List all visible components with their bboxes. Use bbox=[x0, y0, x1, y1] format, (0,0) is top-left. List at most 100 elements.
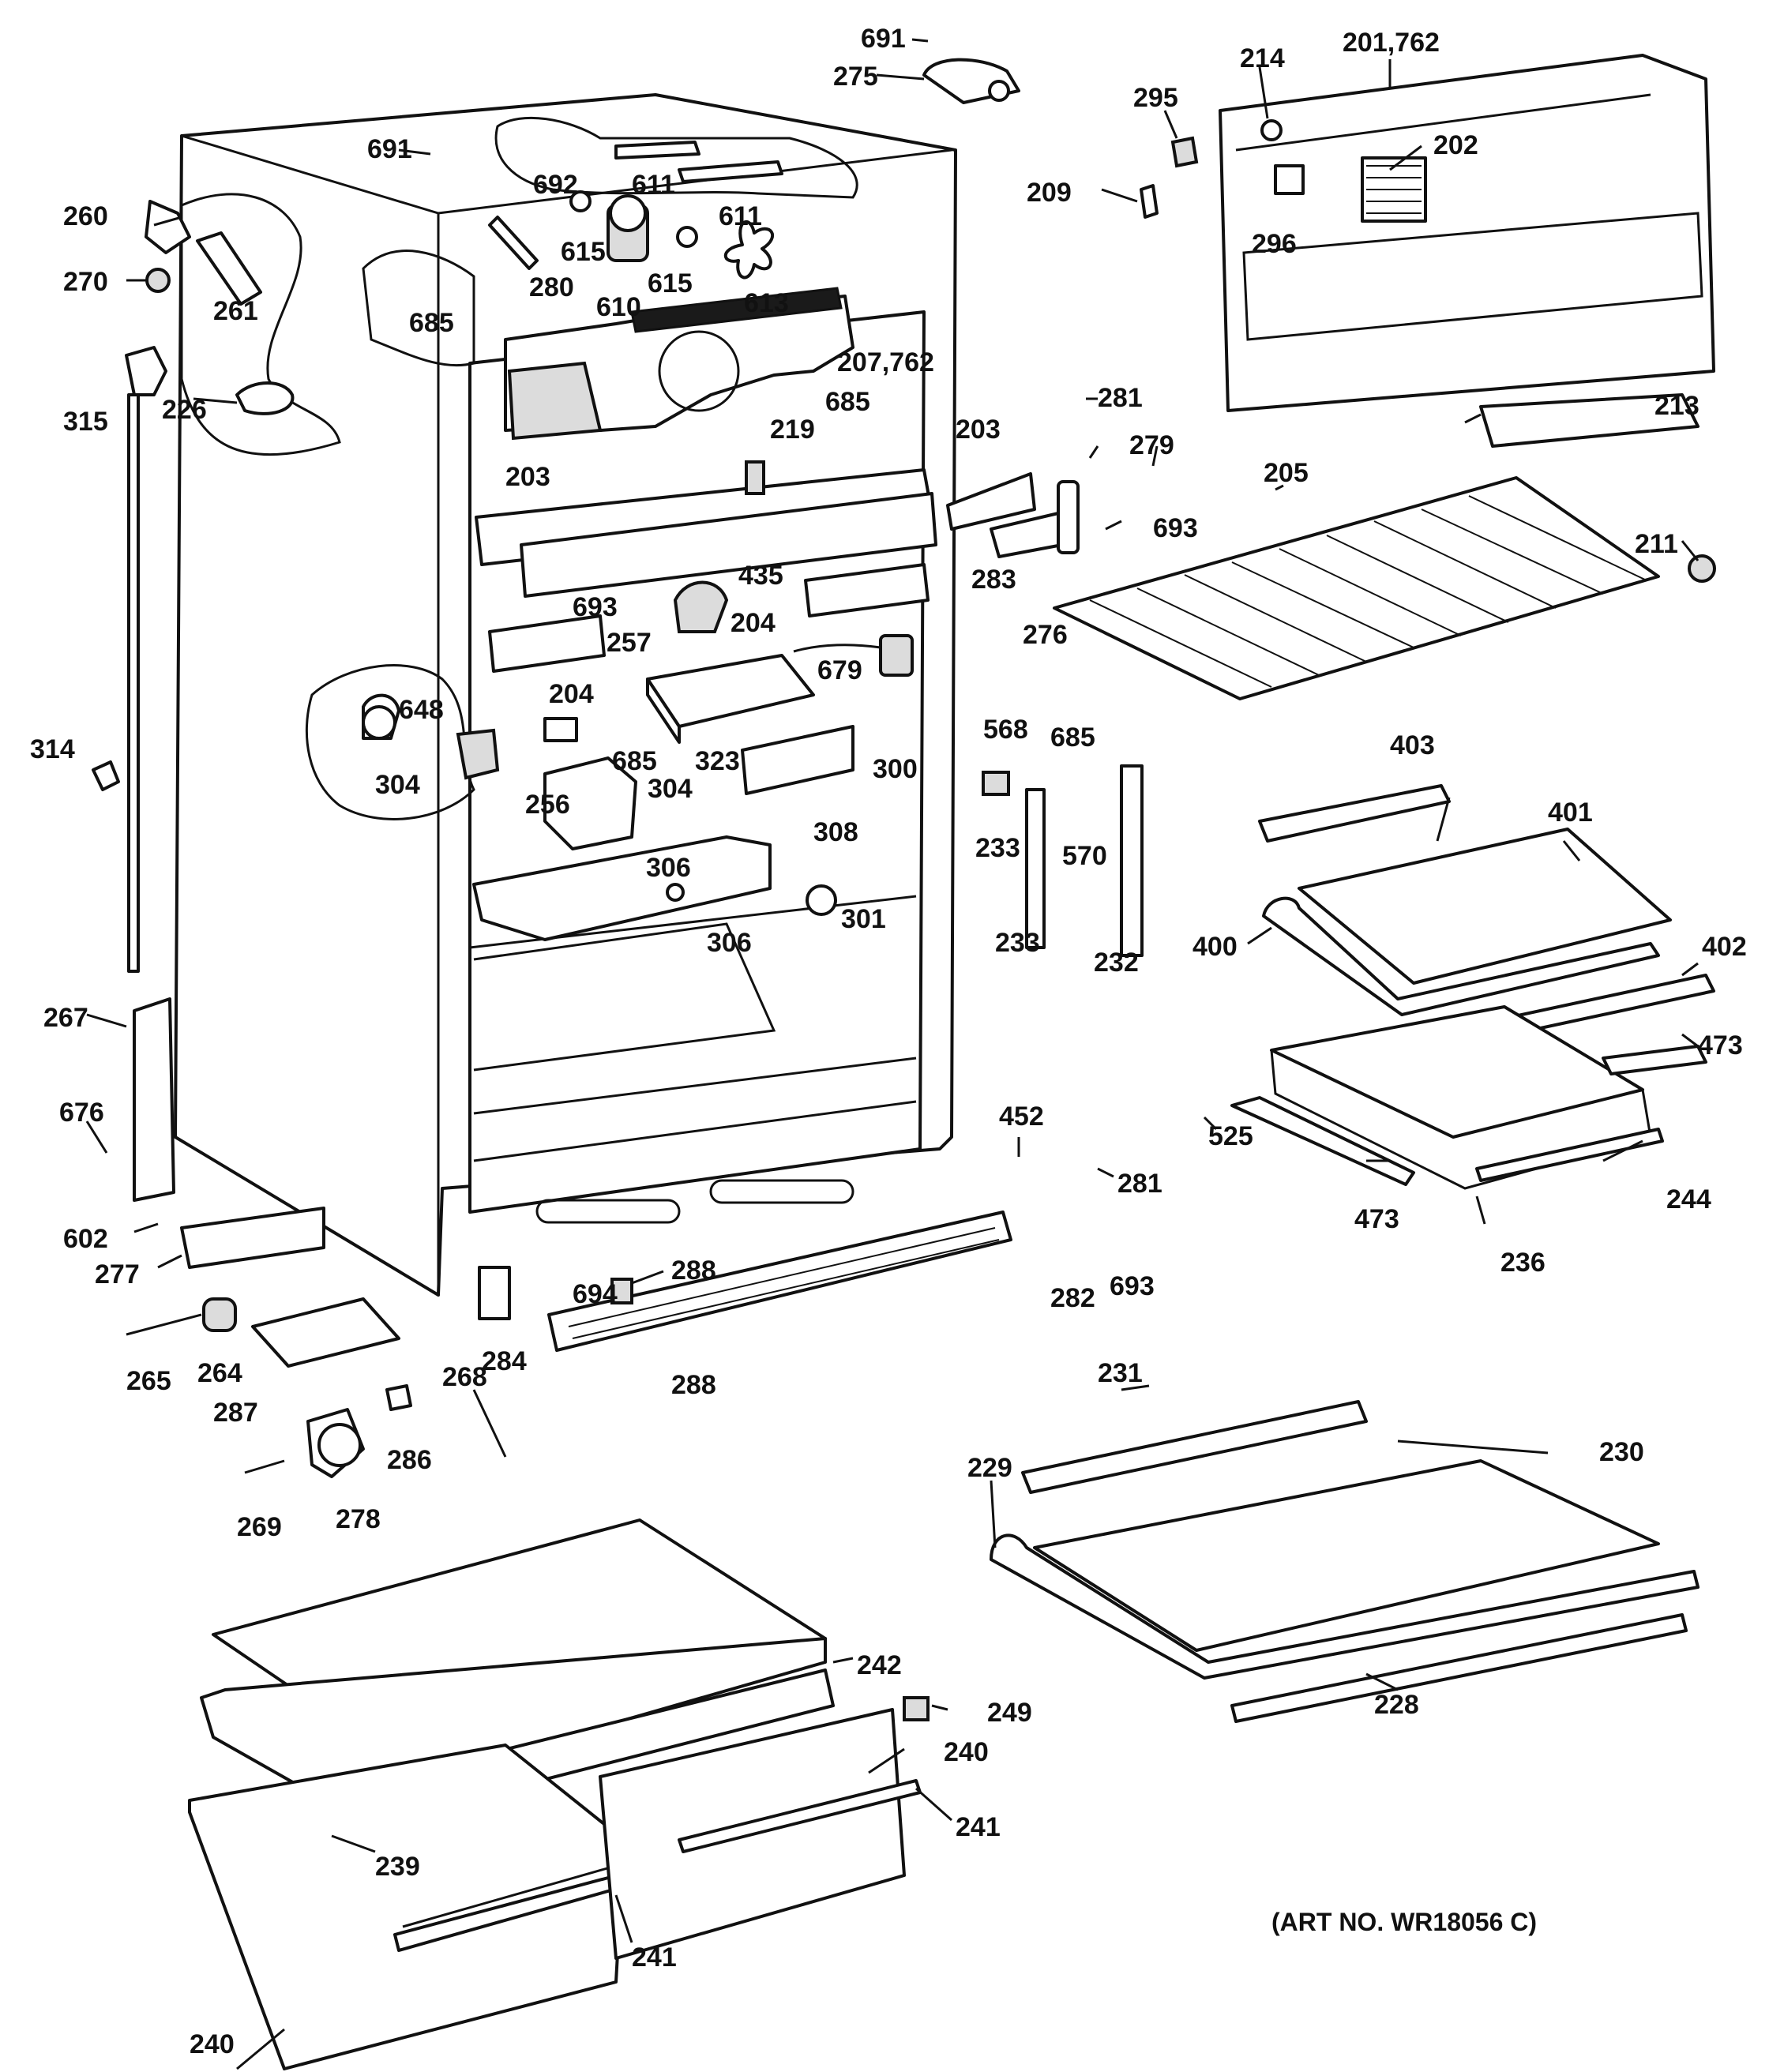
callout-241: 241 bbox=[956, 1812, 1001, 1842]
callout-204: 204 bbox=[549, 679, 594, 709]
callout-241: 241 bbox=[632, 1942, 677, 1973]
callout-685: 685 bbox=[612, 746, 657, 776]
callout-236: 236 bbox=[1500, 1248, 1546, 1278]
callout-693: 693 bbox=[1153, 513, 1198, 543]
hinge-assembly bbox=[946, 472, 1080, 558]
callout-288: 288 bbox=[671, 1370, 716, 1400]
callout-281: 281 bbox=[1098, 383, 1143, 413]
callout-203: 203 bbox=[956, 415, 1001, 445]
callout-304: 304 bbox=[375, 770, 420, 800]
callout-268: 268 bbox=[442, 1362, 487, 1392]
callout-232: 232 bbox=[1094, 948, 1139, 978]
callout-265: 265 bbox=[126, 1366, 171, 1396]
callout-283: 283 bbox=[971, 565, 1016, 595]
side-panel bbox=[133, 997, 175, 1202]
callout-400: 400 bbox=[1192, 932, 1238, 962]
callout-694: 694 bbox=[573, 1279, 618, 1309]
callout-277: 277 bbox=[95, 1259, 140, 1289]
callout-207-762: 207,762 bbox=[837, 347, 934, 377]
callout-276: 276 bbox=[1023, 620, 1068, 650]
callout-286: 286 bbox=[387, 1445, 432, 1475]
callout-676: 676 bbox=[59, 1098, 104, 1128]
callout-295: 295 bbox=[1133, 83, 1178, 113]
drip-trough bbox=[475, 460, 937, 598]
callout-240: 240 bbox=[190, 2029, 235, 2059]
base-hardware bbox=[126, 1207, 507, 1478]
callout-570: 570 bbox=[1062, 841, 1107, 871]
callout-228: 228 bbox=[1374, 1690, 1419, 1720]
callout-306: 306 bbox=[707, 928, 752, 958]
control-brackets bbox=[488, 563, 930, 673]
callout-648: 648 bbox=[399, 695, 444, 725]
defrost-timer-assembly bbox=[362, 693, 637, 850]
callout-692: 692 bbox=[533, 170, 578, 200]
callout-287: 287 bbox=[213, 1398, 258, 1428]
callout-610: 610 bbox=[596, 292, 641, 322]
callout-269: 269 bbox=[237, 1512, 282, 1542]
toe-grille bbox=[478, 1211, 1012, 1352]
callout-452: 452 bbox=[999, 1102, 1044, 1132]
callout-308: 308 bbox=[813, 817, 858, 847]
callout-257: 257 bbox=[607, 628, 652, 658]
door-liner bbox=[1140, 54, 1715, 448]
callout-204: 204 bbox=[731, 608, 776, 638]
callout-403: 403 bbox=[1390, 730, 1435, 760]
callout-281: 281 bbox=[1117, 1169, 1162, 1199]
callout-209: 209 bbox=[1027, 178, 1072, 208]
callout-233: 233 bbox=[975, 833, 1020, 863]
callout-613: 613 bbox=[744, 288, 789, 318]
wire-shelf bbox=[1053, 476, 1716, 700]
meat-pan-assembly bbox=[1230, 1005, 1707, 1190]
callout-306: 306 bbox=[646, 853, 691, 883]
callout-691: 691 bbox=[861, 24, 906, 54]
glass-shelf-lower bbox=[990, 1400, 1700, 1723]
callout-301: 301 bbox=[841, 904, 886, 934]
callout-240: 240 bbox=[944, 1737, 989, 1767]
glass-shelf-upper bbox=[1258, 784, 1715, 1040]
callout-211: 211 bbox=[1635, 529, 1678, 559]
callout-270: 270 bbox=[63, 267, 108, 297]
top-hinge bbox=[922, 58, 1020, 104]
callout-685: 685 bbox=[1050, 723, 1095, 753]
callout-304: 304 bbox=[648, 774, 693, 804]
callout-203: 203 bbox=[505, 462, 550, 492]
callout-282: 282 bbox=[1050, 1283, 1095, 1313]
callout-691: 691 bbox=[367, 134, 412, 164]
callout-numbers: 691 275 214 201,762 295 202 209 296 691 … bbox=[30, 24, 1747, 2059]
callout-288: 288 bbox=[671, 1256, 716, 1286]
callout-300: 300 bbox=[873, 754, 918, 784]
callout-244: 244 bbox=[1666, 1184, 1711, 1214]
callout-314: 314 bbox=[30, 734, 75, 764]
callout-315: 315 bbox=[63, 407, 108, 437]
callout-615: 615 bbox=[561, 237, 606, 267]
evaporator-fan-assembly bbox=[488, 141, 854, 441]
crisper-assembly bbox=[188, 1518, 930, 2070]
callout-679: 679 bbox=[817, 655, 862, 685]
callout-261: 261 bbox=[213, 296, 258, 326]
callout-201-762: 201,762 bbox=[1343, 28, 1440, 58]
callout-568: 568 bbox=[983, 715, 1028, 745]
callout-402: 402 bbox=[1702, 932, 1747, 962]
callout-275: 275 bbox=[833, 62, 878, 92]
callout-229: 229 bbox=[967, 1453, 1012, 1483]
callout-249: 249 bbox=[987, 1698, 1032, 1728]
callout-611: 611 bbox=[632, 170, 675, 200]
leader-lines bbox=[85, 38, 1700, 2070]
callout-611: 611 bbox=[719, 201, 762, 231]
callout-226: 226 bbox=[162, 395, 207, 425]
callout-233: 233 bbox=[995, 928, 1040, 958]
callout-279: 279 bbox=[1129, 430, 1174, 460]
callout-284: 284 bbox=[482, 1346, 527, 1376]
art-number-label: (ART NO. WR18056 C) bbox=[1271, 1908, 1538, 1936]
callout-525: 525 bbox=[1208, 1121, 1253, 1151]
callout-264: 264 bbox=[197, 1358, 242, 1388]
callout-267: 267 bbox=[43, 1003, 88, 1033]
control-housing bbox=[646, 634, 914, 795]
callout-256: 256 bbox=[525, 790, 570, 820]
callout-401: 401 bbox=[1548, 798, 1593, 828]
callout-602: 602 bbox=[63, 1224, 108, 1254]
callout-280: 280 bbox=[529, 272, 574, 302]
callout-693: 693 bbox=[573, 592, 618, 622]
